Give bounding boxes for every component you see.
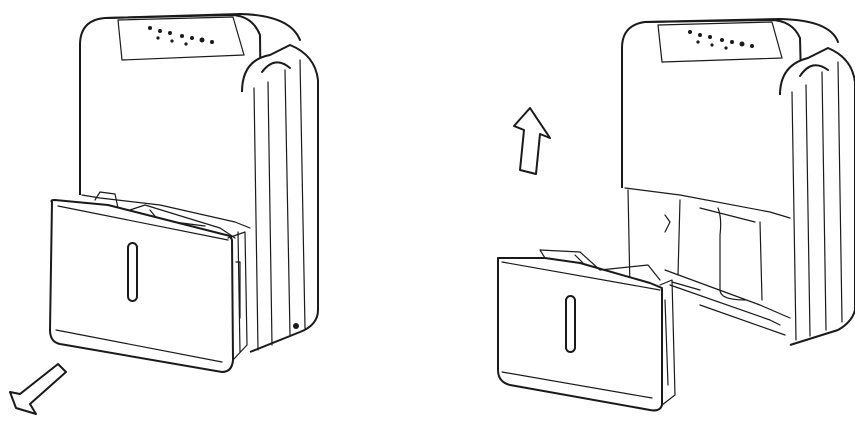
left-dehumidifier-body [79,13,319,353]
left-bucket-window [127,242,138,302]
left-control-panel [148,26,214,46]
left-panel [9,13,319,415]
left-water-bucket [49,199,248,373]
right-dehumidifier-body [621,18,855,346]
right-water-bucket [497,249,701,412]
arrow-up-icon [513,107,551,175]
right-bucket-window [565,295,576,353]
right-panel [497,18,855,412]
right-control-panel [688,30,754,50]
arrow-down-left-icon [9,363,67,415]
